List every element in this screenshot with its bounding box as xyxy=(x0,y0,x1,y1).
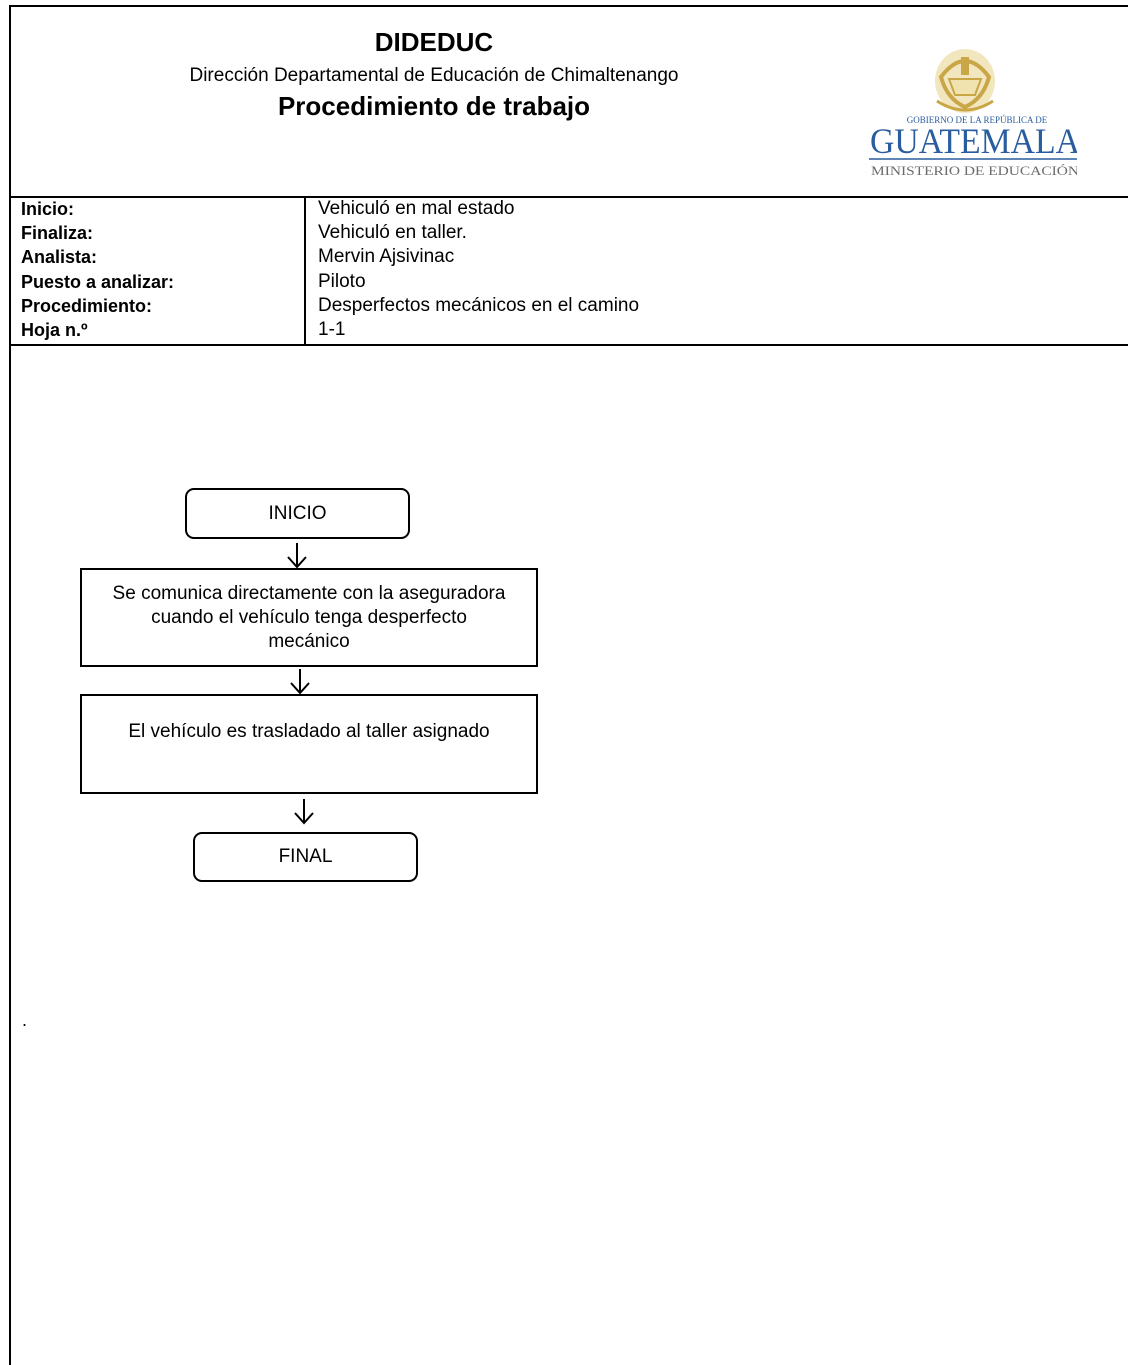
meta-value: 1-1 xyxy=(318,319,346,340)
flow-step: El vehículo es trasladado al taller asig… xyxy=(80,694,538,794)
logo-ministry: MINISTERIO DE EDUCACIÓN xyxy=(871,163,1077,178)
meta-value: Vehiculó en taller. xyxy=(318,222,467,243)
table-row: Analista: Mervin Ajsivinac xyxy=(9,246,1128,271)
arrow-down-icon xyxy=(290,669,310,695)
table-row: Inicio: Vehiculó en mal estado xyxy=(9,198,1128,223)
table-row: Procedimiento: Desperfectos mecánicos en… xyxy=(9,295,1128,320)
flow-end: FINAL xyxy=(193,832,418,882)
coat-of-arms-icon xyxy=(935,49,995,113)
logo-top-text: GOBIERNO DE LA REPÚBLICA DE xyxy=(907,115,1048,125)
arrow-down-icon xyxy=(294,799,314,825)
table-divider xyxy=(304,198,306,344)
meta-value: Piloto xyxy=(318,271,366,292)
meta-label: Procedimiento: xyxy=(21,296,153,316)
arrow-down-icon xyxy=(287,543,307,569)
meta-value: Vehiculó en mal estado xyxy=(318,198,515,219)
meta-value: Mervin Ajsivinac xyxy=(318,246,455,267)
document-frame xyxy=(9,5,1128,1365)
logo-country: GUATEMALA xyxy=(870,121,1077,161)
footnote-dot: . xyxy=(22,1010,28,1030)
meta-value: Desperfectos mecánicos en el camino xyxy=(318,295,640,316)
ministry-logo: GOBIERNO DE LA REPÚBLICA DE GUATEMALA MI… xyxy=(869,49,1077,178)
table-row: Finaliza: Vehiculó en taller. xyxy=(9,222,1128,247)
document-header: DIDEDUC Dirección Departamental de Educa… xyxy=(9,5,1128,198)
document-title: Procedimiento de trabajo xyxy=(277,91,591,121)
org-subtitle: Dirección Departamental de Educación de … xyxy=(189,65,679,86)
org-title: DIDEDUC xyxy=(374,27,494,57)
flow-step: Se comunica directamente con la asegurad… xyxy=(80,568,538,667)
meta-label: Inicio: xyxy=(21,199,74,219)
procedure-info-table: Inicio: Vehiculó en mal estado Finaliza:… xyxy=(9,198,1128,346)
meta-label: Analista: xyxy=(21,247,98,267)
meta-label: Puesto a analizar: xyxy=(21,272,175,292)
table-row: Hoja n.º 1-1 xyxy=(9,319,1128,344)
meta-label: Hoja n.º xyxy=(21,320,88,340)
table-row: Puesto a analizar: Piloto xyxy=(9,271,1128,296)
flow-start: INICIO xyxy=(185,488,410,539)
meta-label: Finaliza: xyxy=(21,223,94,243)
